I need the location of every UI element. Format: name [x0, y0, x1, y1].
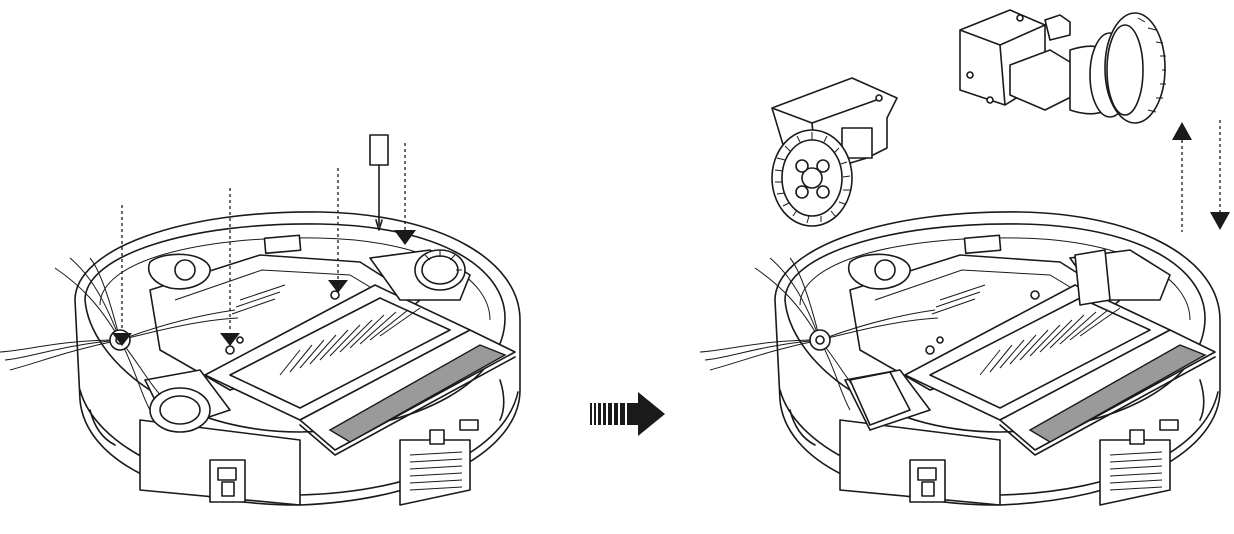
screw-removal-guides	[121, 143, 406, 330]
installed-wheel-left	[149, 387, 211, 433]
robot-vacuum-bottom-wheels-removed	[699, 211, 1221, 506]
down-arrow-icon	[1210, 120, 1230, 230]
right-arrow-icon	[590, 392, 665, 436]
screwdriver-icon	[369, 134, 389, 231]
drive-wheel-module-icon	[771, 77, 898, 227]
step-before	[0, 134, 521, 506]
installed-wheel-right	[414, 249, 466, 291]
drive-wheel-module-icon	[959, 9, 1167, 124]
up-arrow-icon	[1172, 122, 1192, 232]
down-arrow-icon	[112, 230, 416, 346]
step-after	[699, 9, 1230, 506]
